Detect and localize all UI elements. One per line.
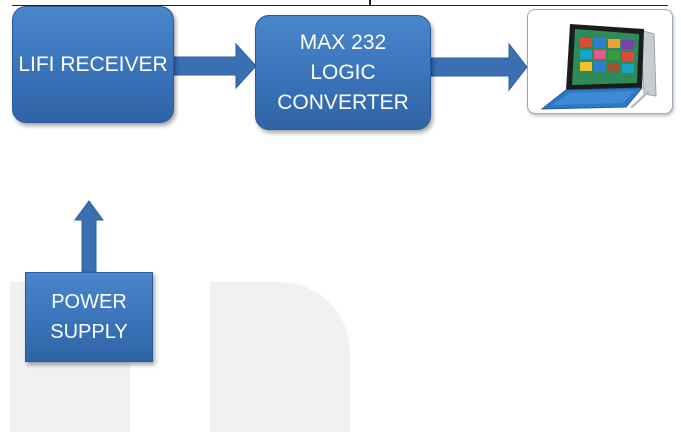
arrow-max-to-laptop <box>430 42 528 92</box>
power-supply-label-line2: SUPPLY <box>50 321 128 343</box>
table-divider <box>369 0 371 6</box>
laptop-block <box>527 9 673 114</box>
max232-label-line3: CONVERTER <box>277 90 409 114</box>
connector-arrows <box>74 42 528 273</box>
arrow-power-to-lifi <box>74 200 104 273</box>
lifi-receiver-label: LIFI RECEIVER <box>18 52 168 76</box>
arrow-lifi-to-max <box>173 42 257 90</box>
max232-label-line1: MAX 232 <box>299 30 387 54</box>
max232-converter-block: MAX 232 LOGIC CONVERTER <box>255 15 431 130</box>
tablet-laptop-icon <box>540 24 657 110</box>
power-supply-block: POWER SUPPLY <box>25 272 153 362</box>
lifi-receiver-block: LIFI RECEIVER <box>12 6 174 123</box>
max232-label-line2: LOGIC <box>310 60 376 84</box>
power-supply-label-line1: POWER <box>51 291 127 313</box>
top-table-border <box>12 0 668 6</box>
